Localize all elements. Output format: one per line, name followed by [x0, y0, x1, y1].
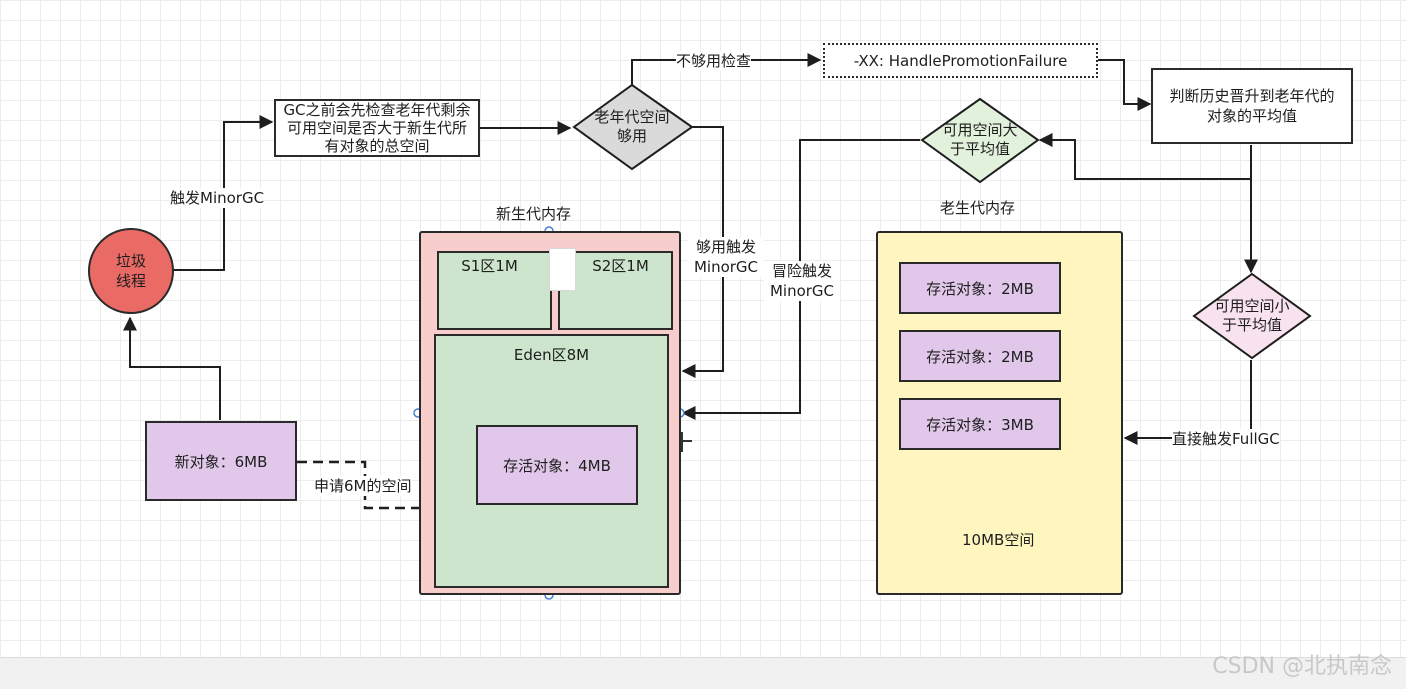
s1-label: S1区1M: [461, 257, 518, 275]
old-enough-text: 老年代空间 够用: [594, 108, 670, 145]
gc-check-text: GC之前会先检查老年代剩余可用空间是否大于新生代所有对象的总空间: [283, 101, 471, 155]
eden-live-object: 存活对象：4MB: [476, 425, 638, 505]
gc-thread-node: 垃圾 线程: [88, 228, 174, 314]
judge-history-box: 判断历史晋升到老年代的对象的平均值: [1151, 68, 1353, 144]
new-object-text: 新对象：6MB: [174, 452, 268, 471]
s2-label: S2区1M: [592, 257, 649, 275]
eden-live-text: 存活对象：4MB: [503, 456, 611, 475]
label-not-enough-check: 不够用检查: [676, 51, 752, 71]
eden-label: Eden区8M: [513, 346, 590, 364]
new-object-box: 新对象：6MB: [145, 421, 297, 501]
old-live-text-3: 存活对象：3MB: [926, 415, 1034, 434]
label-request-space: 申请6M的空间: [314, 476, 412, 496]
old-live-text-1: 存活对象：2MB: [926, 279, 1034, 298]
csdn-watermark: CSDN @北执南念: [1212, 654, 1392, 679]
label-trigger-minor-gc: 触发MinorGC: [170, 188, 265, 208]
old-live-object-3: 存活对象：3MB: [899, 398, 1061, 450]
diamond-old-enough: [572, 83, 694, 171]
bottom-bar: [0, 657, 1406, 689]
arrow-request-space: [297, 460, 438, 517]
diamond-avail-greater: [920, 97, 1040, 184]
gc-thread-label: 垃圾 线程: [115, 252, 146, 290]
s2-region: S2区1M: [558, 251, 673, 330]
survivor-gap-marker: [549, 248, 576, 291]
diamond-avail-less: [1192, 272, 1312, 360]
arrow-less-to-old: [1123, 360, 1252, 445]
s1-region: S1区1M: [437, 251, 552, 330]
arrow-newobj-to-gcthread: [123, 316, 221, 420]
arrow-handle-to-judge: [1098, 59, 1152, 111]
handle-promotion-text: -XX: HandlePromotionFailure: [853, 51, 1068, 70]
old-live-object-2: 存活对象：2MB: [899, 330, 1061, 382]
label-young-gen-memory: 新生代内存: [496, 205, 572, 223]
arrow-judge-to-greater: [1038, 133, 1252, 180]
gc-check-box: GC之前会先检查老年代剩余可用空间是否大于新生代所有对象的总空间: [274, 99, 480, 157]
judge-history-text: 判断历史晋升到老年代的对象的平均值: [1169, 87, 1335, 125]
handle-promotion-box: -XX: HandlePromotionFailure: [823, 43, 1098, 78]
avail-greater-text: 可用空间大 于平均值: [942, 121, 1018, 158]
avail-less-text: 可用空间小 于平均值: [1214, 297, 1290, 334]
old-live-object-1: 存活对象：2MB: [899, 262, 1061, 314]
old-live-text-2: 存活对象：2MB: [926, 347, 1034, 366]
label-old-gen-memory: 老生代内存: [940, 199, 1016, 217]
old-gen-capacity: 10MB空间: [962, 531, 1035, 549]
label-direct-full-gc: 直接触发FullGC: [1172, 429, 1280, 449]
arrow-notenough-to-handle: [631, 53, 822, 85]
label-risk-trigger: 冒险触发 MinorGC: [764, 261, 840, 301]
label-enough-trigger: 够用触发 MinorGC: [688, 237, 764, 277]
